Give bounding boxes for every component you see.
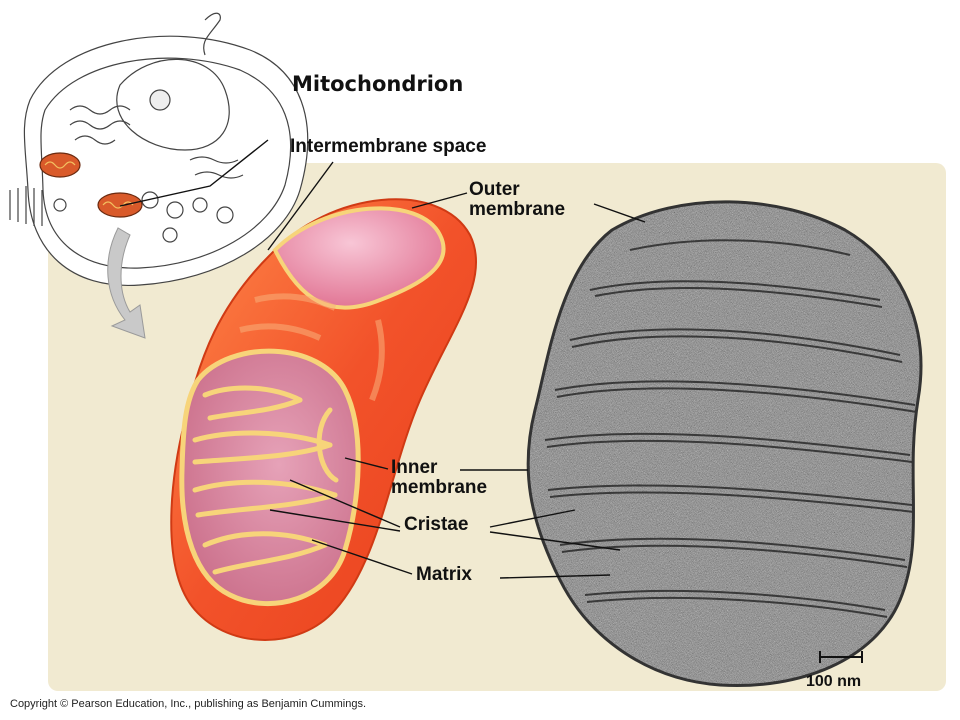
zoom-arrow <box>107 227 146 339</box>
electron-micrograph <box>526 200 923 688</box>
cell-sketch <box>9 12 309 286</box>
label-inner-membrane: Inner membrane <box>391 457 488 498</box>
scale-bar <box>819 651 863 663</box>
label-cristae: Cristae <box>404 514 469 535</box>
diagram-title: Mitochondrion <box>292 72 464 96</box>
copyright-notice: Copyright © Pearson Education, Inc., pub… <box>10 698 367 710</box>
scale-bar-label: 100 nm <box>806 673 862 690</box>
label-matrix: Matrix <box>416 564 472 585</box>
label-intermembrane-space: Intermembrane space <box>290 136 487 157</box>
cristae-folds <box>192 385 339 575</box>
leader-lines <box>119 139 646 579</box>
label-outer-membrane: Outer membrane <box>469 179 566 220</box>
